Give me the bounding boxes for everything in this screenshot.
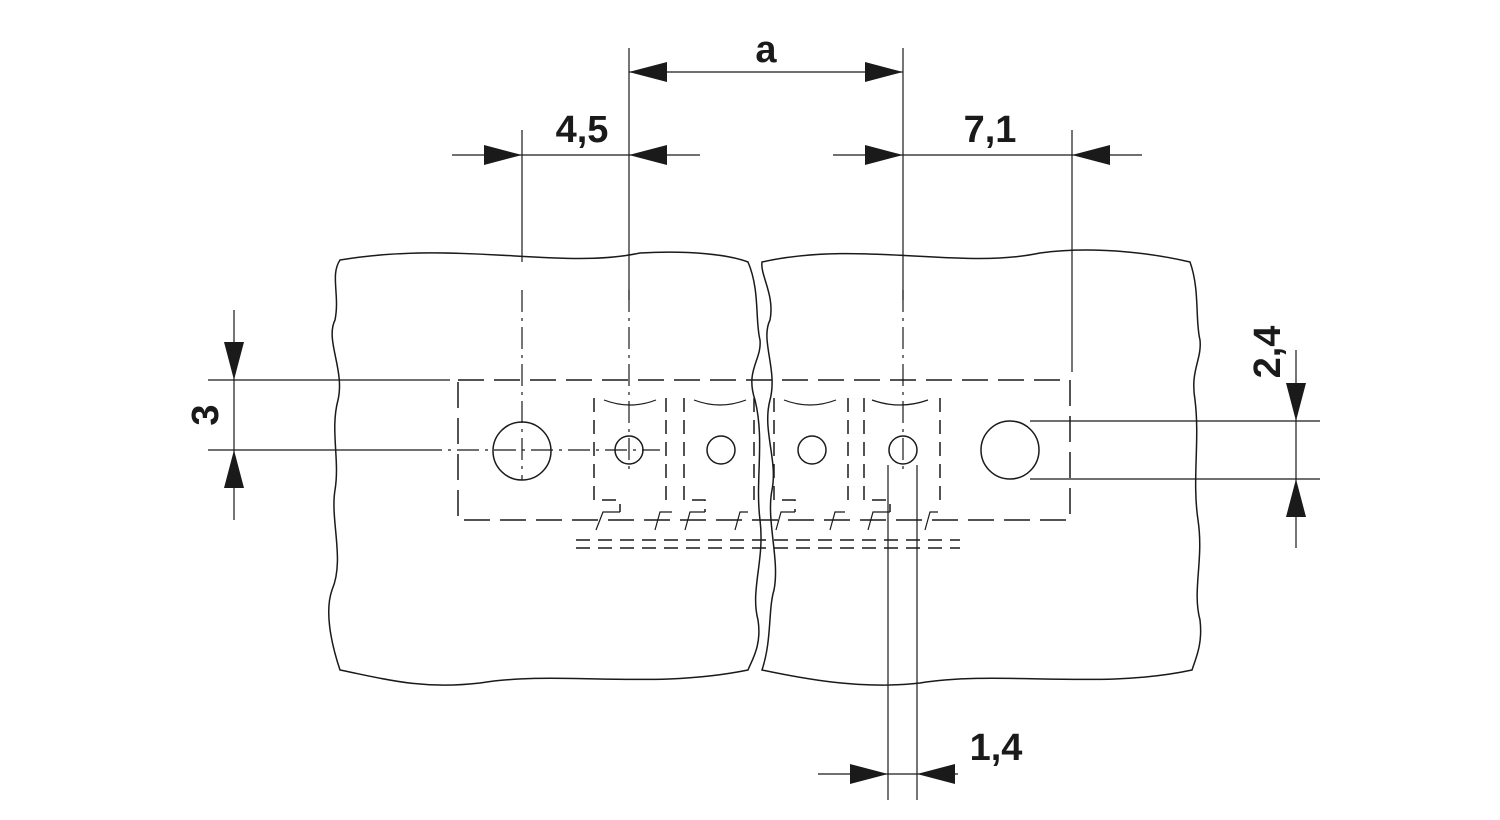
dimension-4-5-label: 4,5 xyxy=(556,109,609,151)
pin-hole-3 xyxy=(797,435,827,465)
pin-cell-1 xyxy=(593,398,667,512)
pin-hole-4 xyxy=(888,435,918,465)
board-section-right xyxy=(761,249,1202,686)
pin-hole-2 xyxy=(706,435,736,465)
pin-cell-4 xyxy=(863,398,941,512)
connector-bottom-detail xyxy=(576,511,960,549)
mounting-hole-right xyxy=(980,420,1040,480)
dimension-a: a xyxy=(629,29,903,82)
pin-cell-2 xyxy=(683,398,755,512)
extension-lines xyxy=(208,48,1320,800)
dimension-4-5: 4,5 xyxy=(452,109,700,165)
dimension-1-4: 1,4 xyxy=(818,727,1022,784)
connector-outline xyxy=(457,379,1071,521)
dimension-2-4-label: 2,4 xyxy=(1247,326,1289,379)
board-section-left xyxy=(328,251,762,686)
dimension-3: 3 xyxy=(185,310,244,520)
dimension-7-1: 7,1 xyxy=(833,109,1142,165)
dimension-7-1-label: 7,1 xyxy=(964,109,1017,151)
dimension-2-4: 2,4 xyxy=(1247,326,1306,548)
pin-cell-3 xyxy=(773,398,849,512)
dimension-1-4-label: 1,4 xyxy=(970,727,1023,769)
dimension-3-label: 3 xyxy=(185,404,227,425)
dimension-a-label: a xyxy=(755,29,777,71)
